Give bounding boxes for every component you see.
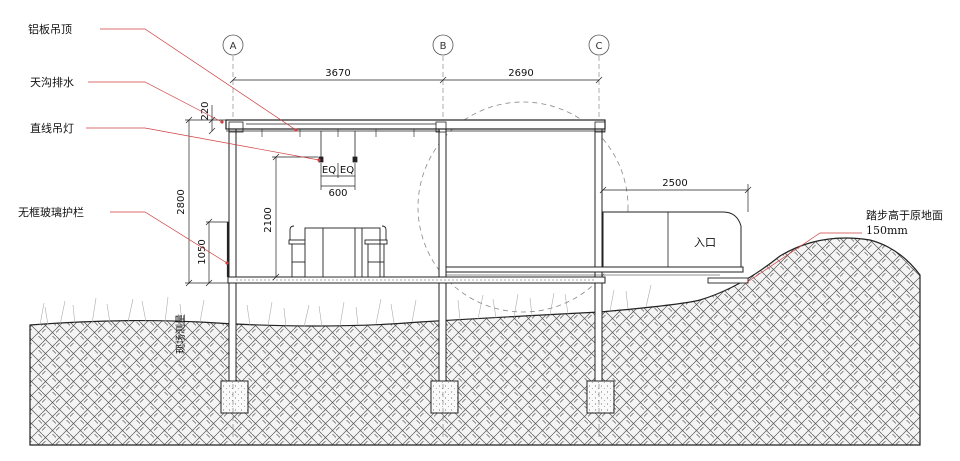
floor-slab	[227, 266, 744, 284]
grid-bubble-b: B	[432, 34, 454, 56]
detail-circle	[417, 101, 629, 313]
counter-cabinet	[304, 227, 381, 278]
label-gutter: 天沟排水	[30, 75, 74, 89]
dim-left	[185, 105, 232, 287]
dim-lamp	[320, 163, 356, 190]
label-step-1: 踏步高于原地面	[866, 208, 943, 222]
dim-lamp-span: 600	[328, 188, 347, 199]
dim-roof: 220	[200, 101, 211, 120]
grid-bubble-a: A	[222, 34, 244, 56]
footing-c	[586, 380, 615, 414]
entry-step	[707, 277, 749, 284]
dim-railing: 1050	[197, 239, 208, 264]
dim-canopy-value: 2500	[662, 178, 687, 189]
footing-a	[220, 380, 249, 414]
grid-label-b: B	[440, 41, 447, 52]
label-railing: 无框玻璃护栏	[18, 205, 84, 219]
dim-height-total: 2800	[176, 189, 187, 214]
label-ceiling: 铝板吊顶	[28, 22, 72, 36]
grid-label-a: A	[230, 41, 237, 52]
grass	[39, 284, 652, 328]
bar-stool-right	[364, 225, 388, 277]
dim-ab: 3670	[325, 68, 350, 79]
dim-interior	[272, 153, 318, 281]
ground-measure-label: 现场测量	[174, 314, 187, 354]
grid-label-c: C	[596, 41, 603, 52]
annotation-leaders	[86, 28, 862, 284]
dim-bc: 2690	[508, 68, 533, 79]
roof	[225, 119, 606, 133]
dim-height-inner: 2100	[263, 207, 274, 232]
dim-top	[229, 76, 603, 84]
label-lamp: 直线吊灯	[30, 121, 74, 135]
annotation-dots	[220, 120, 321, 265]
ceiling-hangers	[261, 129, 415, 137]
entrance-label: 入口	[694, 236, 716, 249]
grid-bubble-c: C	[588, 34, 610, 56]
label-step-2: 150mm	[866, 224, 908, 237]
footing-b	[430, 380, 459, 414]
entrance-canopy	[602, 211, 742, 268]
dim-eq-1: EQ	[322, 165, 336, 176]
dim-canopy	[599, 184, 752, 212]
dim-eq-2: EQ	[340, 165, 354, 176]
